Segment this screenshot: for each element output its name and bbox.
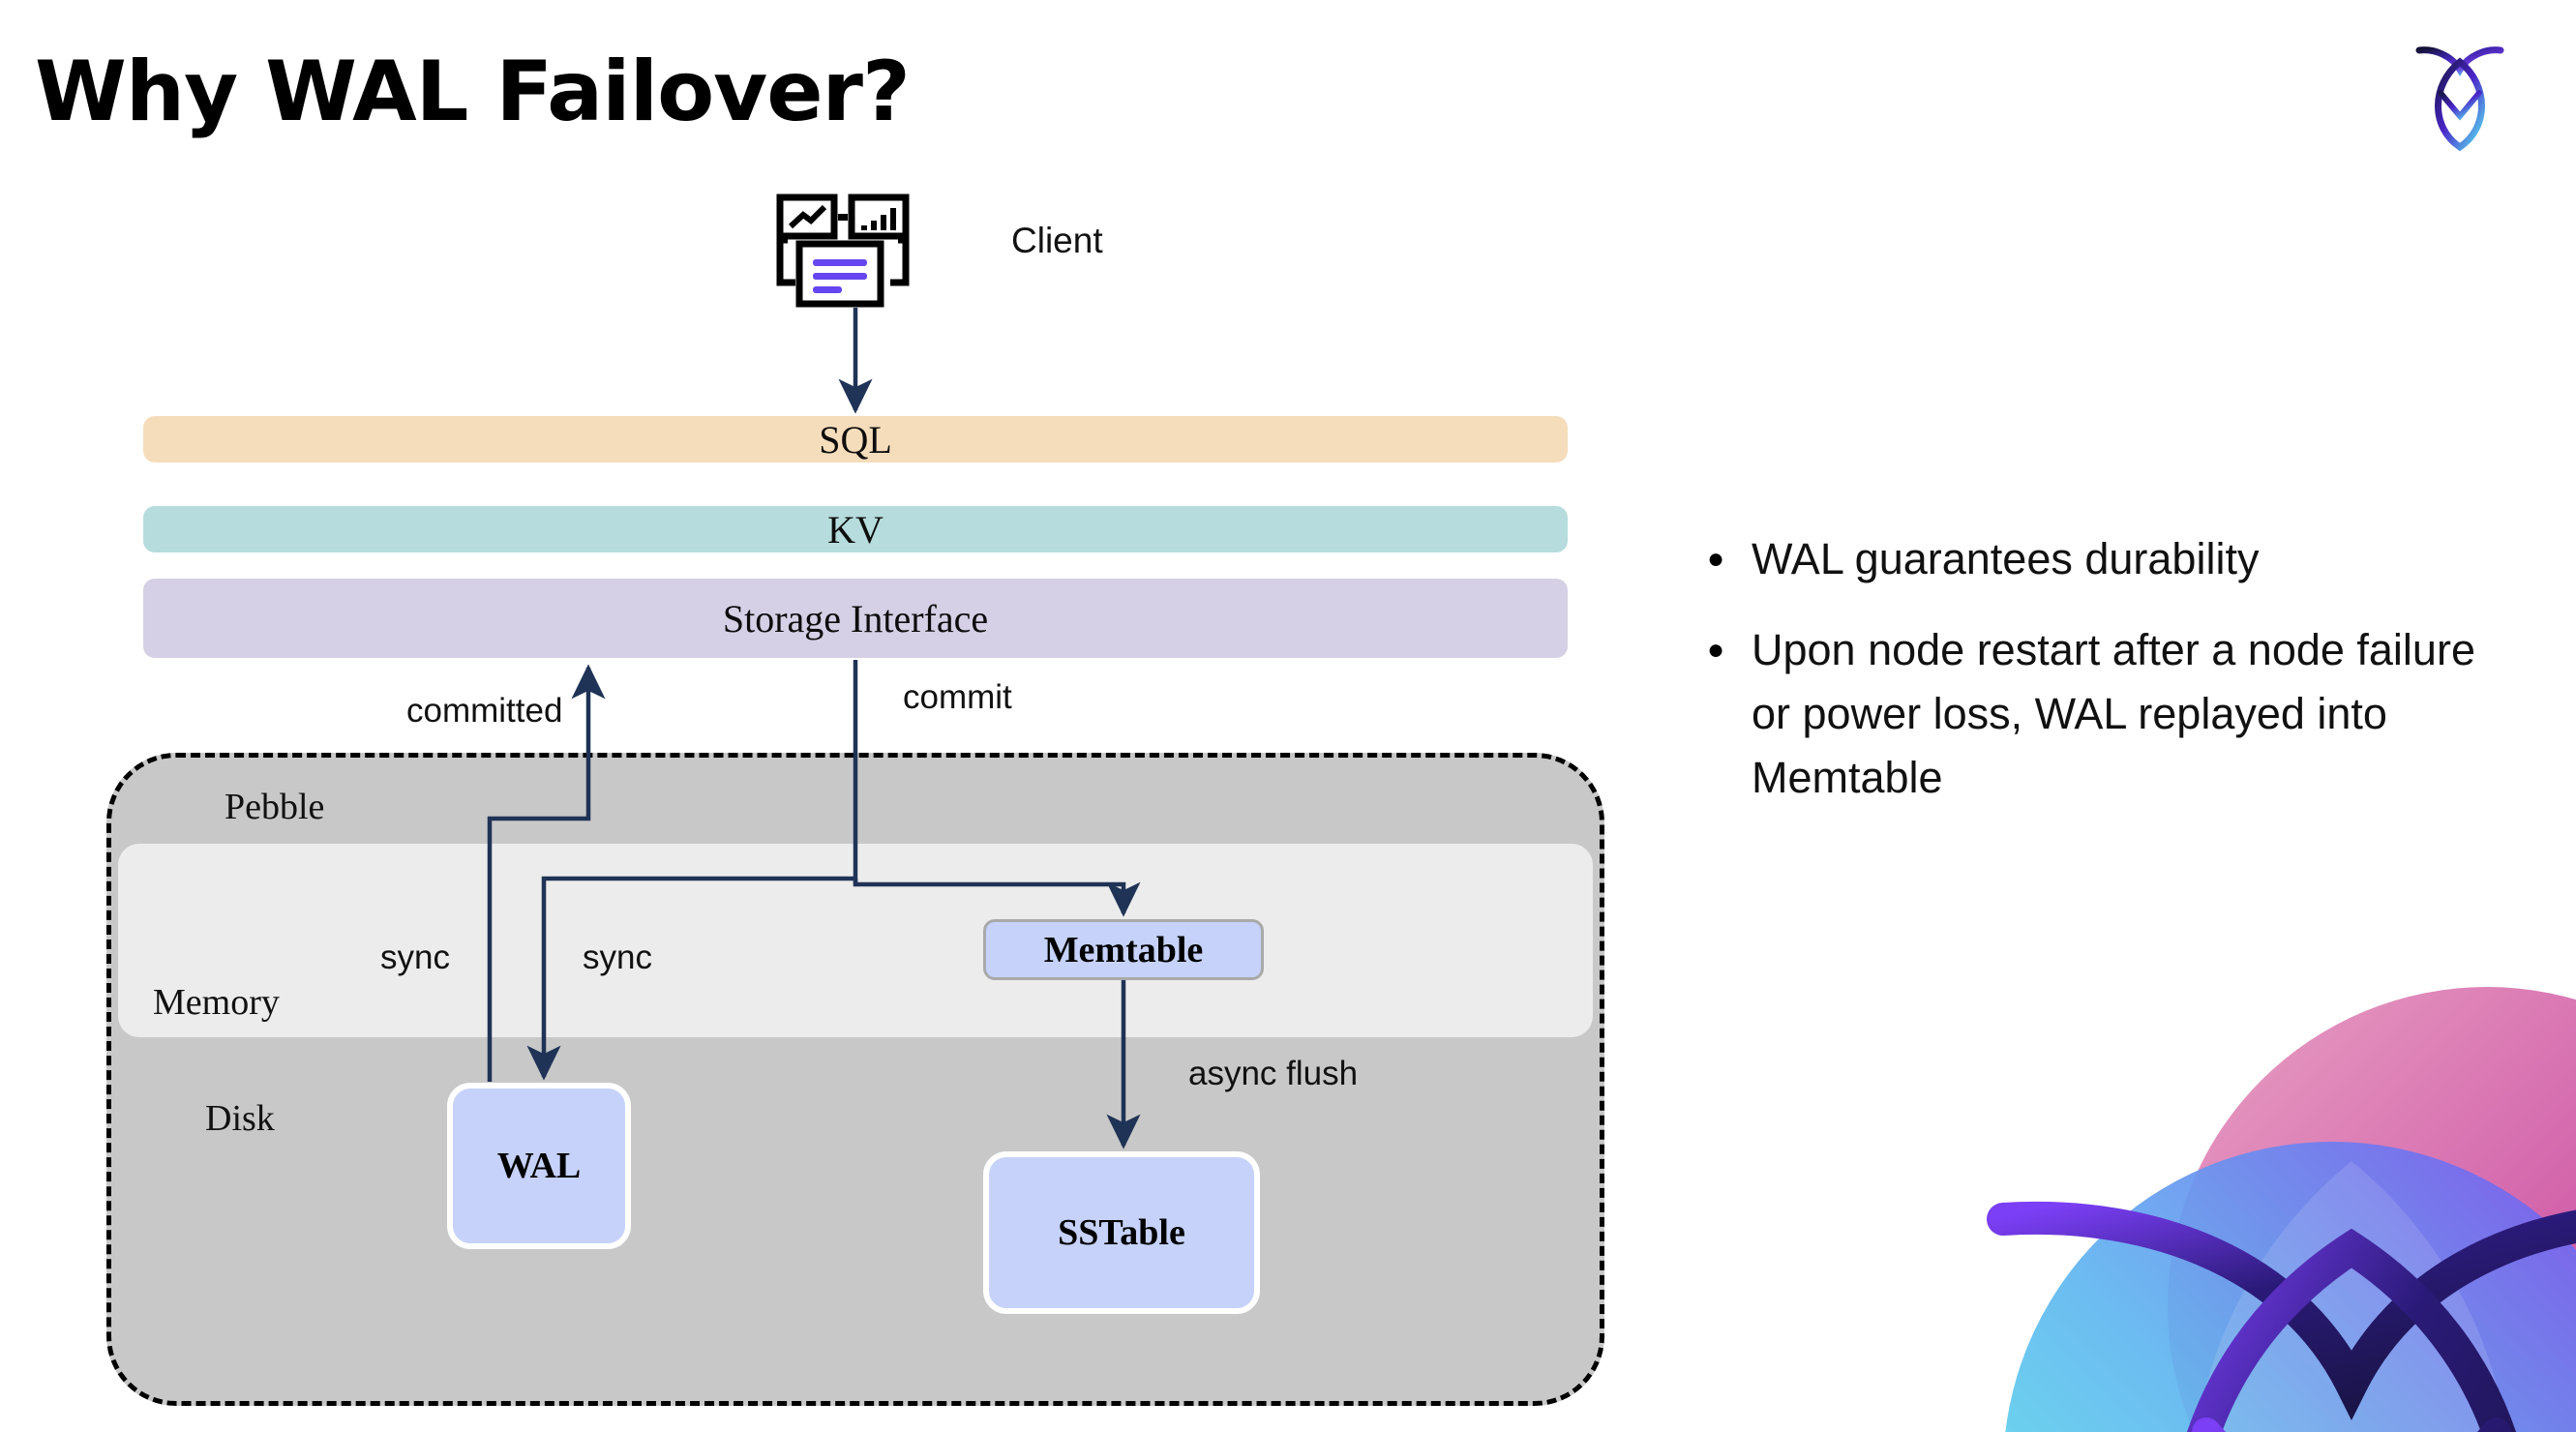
node-sstable-label: SSTable bbox=[1058, 1212, 1185, 1253]
node-memtable-label: Memtable bbox=[1043, 929, 1204, 970]
bullet-list: ● WAL guarantees durability ● Upon node … bbox=[1707, 527, 2501, 837]
layer-bar-kv: KV bbox=[143, 506, 1568, 552]
cockroachdb-logo-icon bbox=[2406, 35, 2514, 152]
layer-bar-kv-label: KV bbox=[827, 507, 884, 552]
bullet-marker: ● bbox=[1707, 634, 1725, 666]
layer-bar-sql-label: SQL bbox=[819, 417, 892, 462]
layer-bar-storage-interface: Storage Interface bbox=[143, 579, 1568, 658]
memory-label: Memory bbox=[153, 982, 280, 1023]
list-item: ● Upon node restart after a node failure… bbox=[1707, 618, 2501, 810]
list-item: ● WAL guarantees durability bbox=[1707, 527, 2501, 591]
edge-label-sync-right: sync bbox=[583, 939, 652, 976]
pebble-label: Pebble bbox=[225, 787, 325, 827]
edge-label-sync-left: sync bbox=[380, 939, 450, 976]
client-label: Client bbox=[1011, 221, 1103, 260]
bullet-text: Upon node restart after a node failure o… bbox=[1752, 625, 2475, 802]
node-sstable: SSTable bbox=[983, 1151, 1260, 1314]
memory-region bbox=[118, 844, 1593, 1037]
decorative-brand-mark bbox=[1945, 929, 2576, 1432]
edge-label-committed: committed bbox=[406, 692, 563, 730]
page-title: Why WAL Failover? bbox=[35, 44, 911, 140]
layer-bar-storage-interface-label: Storage Interface bbox=[722, 596, 989, 641]
layer-bar-sql: SQL bbox=[143, 416, 1568, 462]
edge-label-async-flush: async flush bbox=[1188, 1055, 1359, 1092]
client-dashboard-icon bbox=[774, 194, 929, 314]
disk-label: Disk bbox=[205, 1098, 275, 1139]
node-wal-label: WAL bbox=[496, 1146, 582, 1186]
node-wal: WAL bbox=[447, 1083, 631, 1249]
bullet-marker: ● bbox=[1707, 543, 1725, 575]
bullet-text: WAL guarantees durability bbox=[1752, 534, 2260, 583]
node-memtable: Memtable bbox=[983, 919, 1264, 980]
edge-label-commit: commit bbox=[903, 678, 1012, 716]
